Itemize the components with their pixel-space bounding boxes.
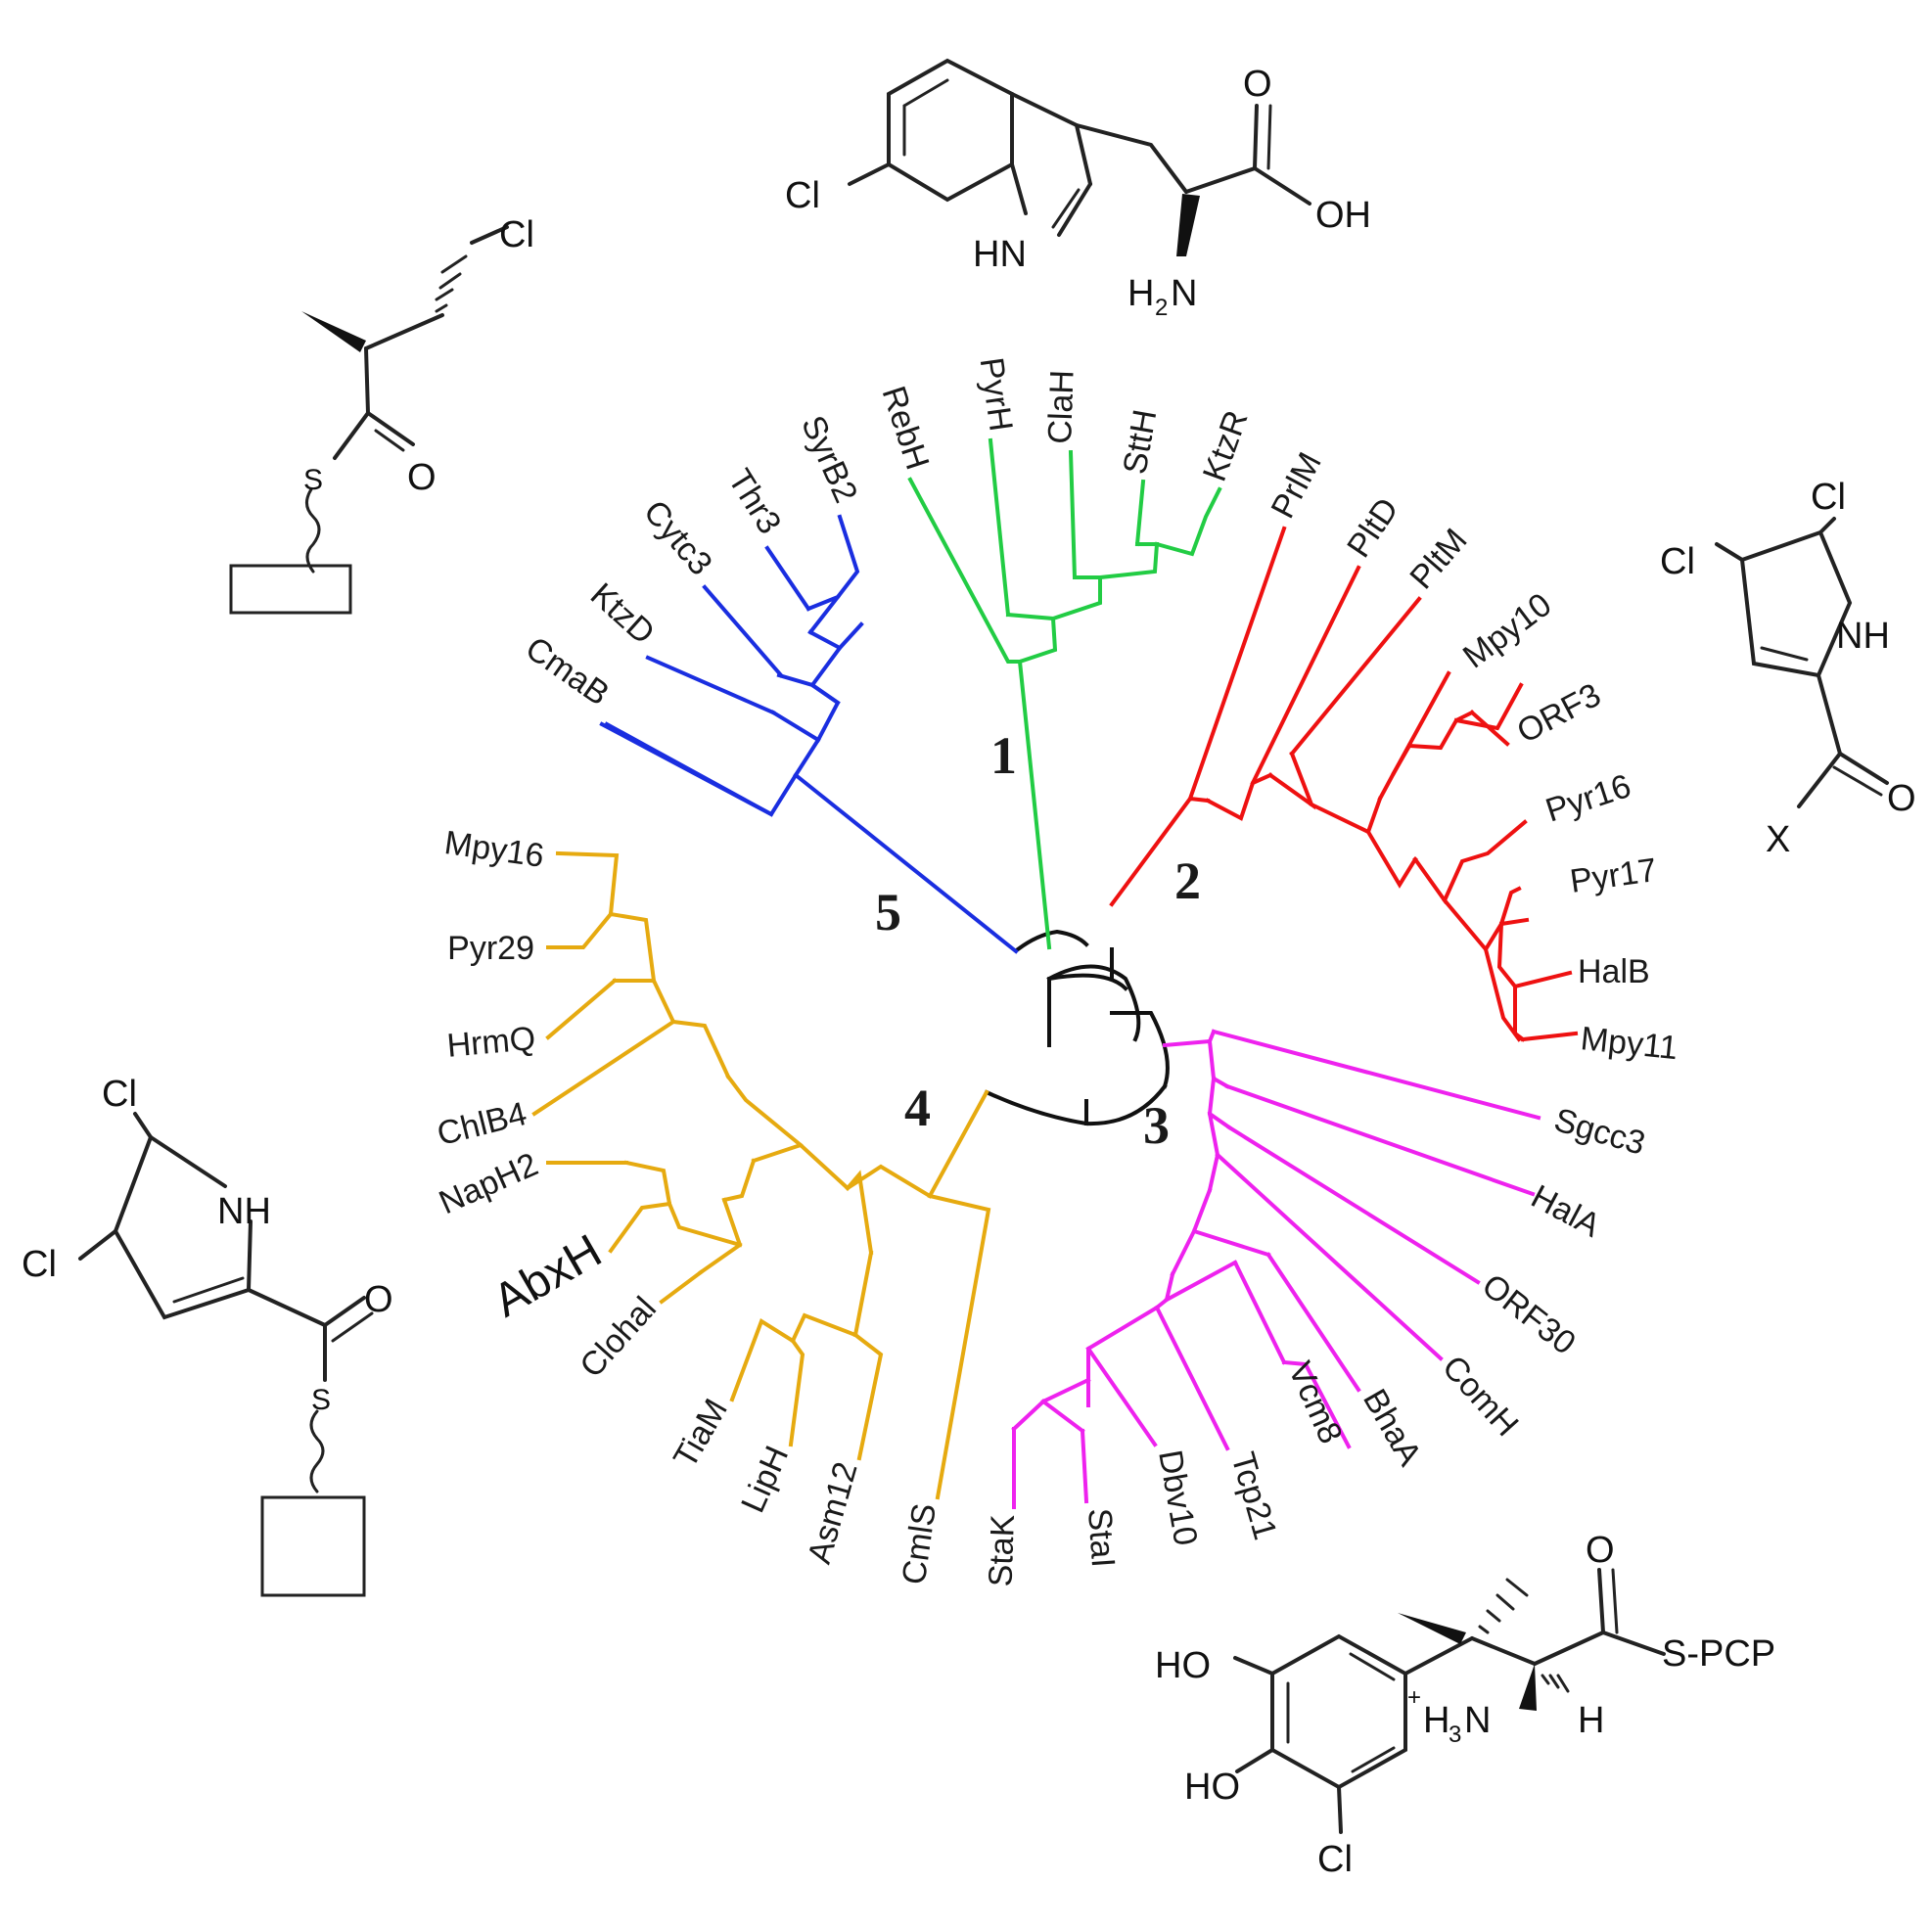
atom-o: O (1586, 1530, 1615, 1571)
leaf-label-naph2: NapH2 (434, 1146, 543, 1222)
leaf-label-dbv10: Dbv10 (1151, 1447, 1204, 1548)
clade-5-branches (599, 514, 1019, 954)
leaf-label-ktzd: KtzD (583, 575, 662, 652)
leaf-label-stai: StaI (1081, 1507, 1122, 1569)
clade-number-4: 4 (904, 1079, 931, 1137)
leaf-label-pyrh: PyrH (973, 355, 1020, 434)
atom-o: O (1243, 64, 1272, 105)
atom-h3n-n: N (1464, 1700, 1491, 1741)
leaf-label-pltm: PltM (1403, 522, 1474, 596)
clade-number-3: 3 (1143, 1096, 1170, 1155)
leaf-label-abxh: AbxH (484, 1225, 610, 1328)
leaf-label-comh: ComH (1435, 1349, 1526, 1444)
clade-number-5: 5 (875, 883, 901, 942)
leaf-label-tcp21: Tcp21 (1223, 1448, 1284, 1544)
leaf-label-asm12: Asm12 (801, 1458, 865, 1568)
clade-1-branches (907, 437, 1222, 950)
leaf-label-cytc3: Cytc3 (636, 493, 719, 582)
leaf-label-vcm8: Vcm8 (1281, 1356, 1350, 1449)
atom-h2n-sub: 2 (1155, 295, 1168, 321)
leaf-label-pyr16: Pyr16 (1541, 767, 1635, 830)
clade-number-1: 1 (990, 726, 1017, 785)
leaf-label-clah: ClaH (1041, 369, 1081, 444)
structure-hydroxyphenyl-pcp: O S-PCP HO + H 3 N H HO Cl (1155, 1530, 1775, 1880)
atom-ho: HO (1184, 1767, 1240, 1808)
tree-root-arcs (984, 929, 1170, 1126)
leaf-label-pyr17: Pyr17 (1568, 851, 1659, 900)
leaf-label-halb: HalB (1578, 953, 1650, 990)
leaf-label-mpy16: Mpy16 (442, 824, 546, 875)
atom-o: O (1887, 778, 1916, 819)
clade-3-branches (1011, 1029, 1541, 1509)
leaf-label-cmls: CmlS (896, 1501, 943, 1587)
leaf-label-hala: HalA (1525, 1178, 1606, 1245)
atom-hn: HN (973, 234, 1027, 275)
atom-ho: HO (1155, 1645, 1211, 1686)
leaf-label-pyr29: Pyr29 (447, 930, 534, 967)
leaf-label-thr3: Thr3 (720, 463, 788, 540)
leaf-label-stak: StaK (982, 1514, 1022, 1587)
atom-h3n-h: H (1423, 1700, 1449, 1741)
structure-dichloropyrrole: Cl Cl NH O X (1660, 477, 1916, 860)
leaf-label-orf30: ORF30 (1475, 1266, 1583, 1361)
leaf-label-tiam: TiaM (667, 1393, 735, 1474)
leaf-label-sgcc3: Sgcc3 (1550, 1101, 1649, 1163)
leaf-label-stth: SttH (1116, 407, 1164, 478)
atom-o: O (407, 457, 437, 498)
clade-4-branches (531, 850, 991, 1500)
atom-nh: NH (1836, 616, 1890, 657)
atom-s: S (303, 464, 323, 496)
leaf-label-rebh: RebH (875, 382, 937, 474)
atom-cl: Cl (499, 214, 534, 255)
atom-s-pcp: S-PCP (1662, 1633, 1775, 1675)
atom-h2n-n: N (1171, 273, 1197, 314)
leaf-label-mpy10: Mpy10 (1456, 586, 1558, 676)
atom-h3n-sub: 3 (1449, 1722, 1461, 1748)
atom-cl: Cl (1811, 477, 1846, 518)
leaf-label-chlb4: ChlB4 (434, 1095, 530, 1153)
atom-h: H (1578, 1700, 1604, 1741)
structure-chloro-thioester: Cl S O (229, 214, 534, 615)
leaf-label-pltd: PltD (1340, 491, 1405, 565)
leaf-label-liph: LipH (734, 1441, 796, 1518)
structure-chlorotryptophan: Cl HN O OH H 2 N (785, 58, 1371, 321)
leaf-label-clohal: Clohal (573, 1290, 664, 1385)
structure-dichloropyrrole-thioester: Cl NH Cl O S (22, 1074, 393, 1597)
clade-2-branches (1109, 526, 1579, 1042)
atom-cl: Cl (785, 175, 820, 216)
atom-cl: Cl (102, 1074, 137, 1115)
leaf-label-prlm: PrlM (1265, 446, 1329, 525)
leaf-label-bhaa: BhaA (1356, 1383, 1429, 1472)
leaf-label-mpy11: Mpy11 (1579, 1020, 1679, 1067)
clade-number-2: 2 (1174, 851, 1201, 910)
leaf-label-cmab: CmaB (519, 629, 616, 712)
atom-nh: NH (217, 1191, 271, 1232)
atom-x: X (1766, 819, 1790, 860)
leaf-label-hrmq: HrmQ (445, 1020, 537, 1065)
leaf-label-syrb2: SyrB2 (794, 410, 864, 508)
leaf-label-ktzr: KtzR (1196, 405, 1256, 485)
atom-o: O (364, 1279, 393, 1320)
leaf-label-orf3: ORF3 (1511, 676, 1607, 751)
atom-oh: OH (1315, 195, 1371, 236)
atom-cl: Cl (1660, 541, 1695, 582)
atom-plus: + (1407, 1684, 1421, 1711)
atom-h2n-h: H (1127, 273, 1154, 314)
atom-s: S (311, 1384, 331, 1416)
atom-cl: Cl (1317, 1839, 1353, 1880)
atom-cl: Cl (22, 1244, 57, 1285)
